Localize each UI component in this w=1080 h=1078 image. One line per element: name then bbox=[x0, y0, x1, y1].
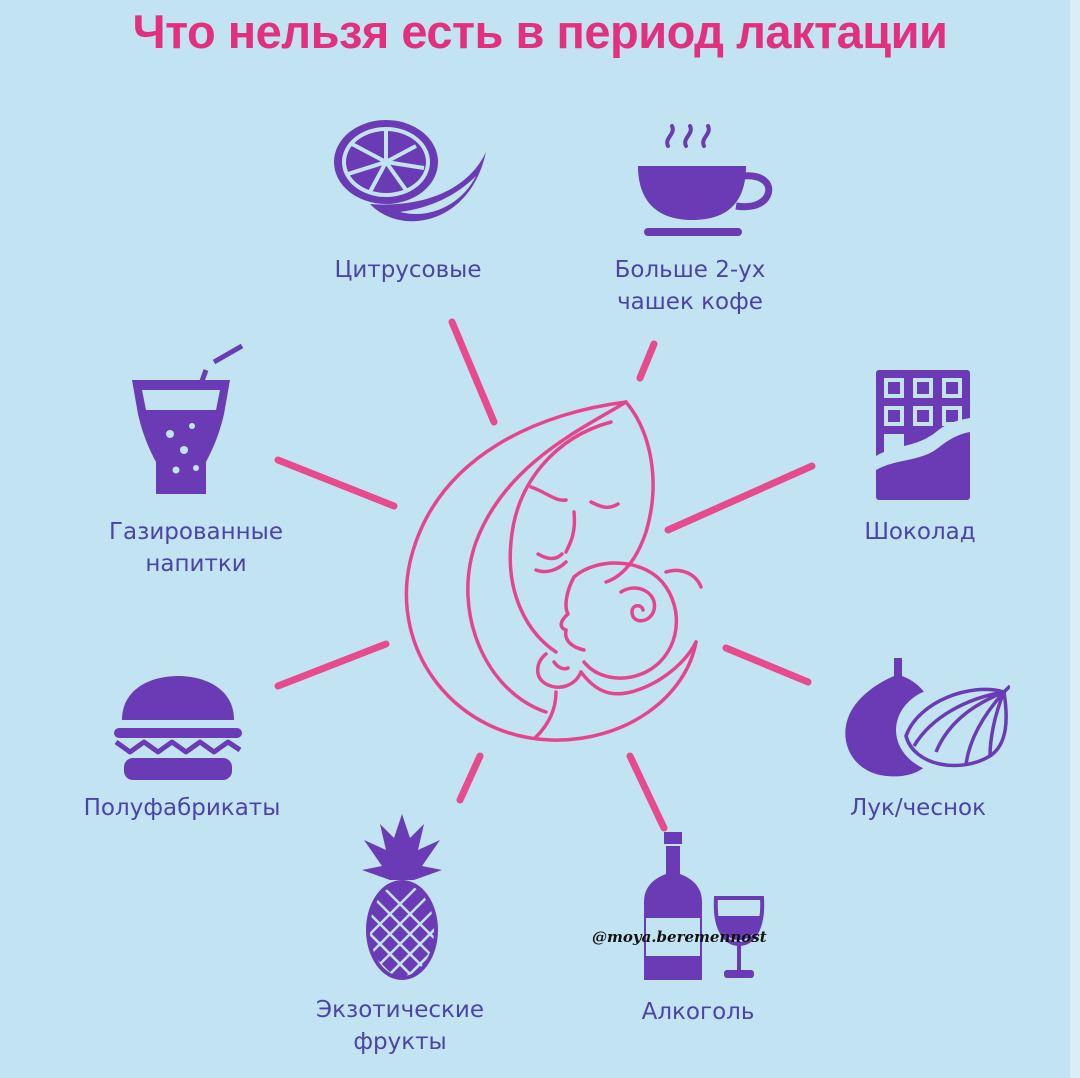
ray bbox=[448, 318, 498, 426]
label-coffee: Больше 2-ух чашек кофе bbox=[614, 257, 766, 315]
ray bbox=[274, 640, 390, 690]
soda-glass-icon bbox=[132, 344, 244, 494]
ray bbox=[722, 644, 812, 686]
citrus-icon bbox=[334, 120, 486, 222]
ray bbox=[636, 340, 658, 382]
ray bbox=[456, 752, 484, 804]
label-exotic-fruits: Экзотические фрукты bbox=[316, 997, 484, 1055]
label-soda: Газированные напитки bbox=[108, 519, 284, 577]
page-title: Что нельзя есть в период лактации bbox=[132, 5, 948, 58]
onion-fig-icon bbox=[845, 658, 1010, 777]
mother-baby-icon bbox=[404, 400, 703, 742]
label-onion-garlic: Лук/чеснок bbox=[850, 795, 986, 821]
ray bbox=[274, 456, 398, 510]
watermark: @moya.beremennost bbox=[592, 928, 767, 946]
label-chocolate: Шоколад bbox=[864, 519, 976, 545]
right-edge-strip bbox=[1070, 0, 1080, 1078]
pineapple-icon bbox=[362, 814, 442, 980]
burger-icon bbox=[114, 676, 242, 780]
chocolate-bar-icon bbox=[876, 370, 970, 500]
bottle-glass-icon bbox=[644, 832, 765, 980]
ray bbox=[664, 462, 816, 534]
label-convenience-food: Полуфабрикаты bbox=[83, 795, 281, 821]
label-alcohol: Алкоголь bbox=[641, 999, 755, 1025]
ray bbox=[626, 752, 668, 832]
coffee-cup-icon bbox=[638, 124, 773, 236]
label-citrus: Цитрусовые bbox=[334, 257, 482, 283]
